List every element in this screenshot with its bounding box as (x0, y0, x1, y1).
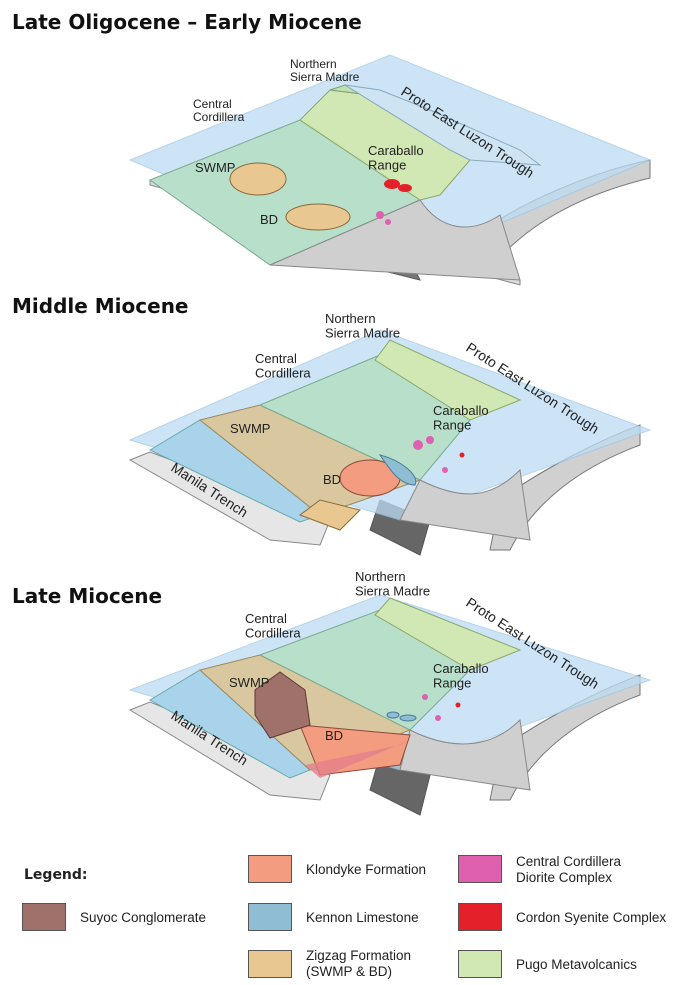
legend-swatch-suyoc (22, 903, 66, 931)
legend-title: Legend: (24, 867, 88, 883)
label-swmp: SWMP (229, 675, 269, 690)
bd-deposit (285, 203, 351, 231)
legend-label-diorite: Central Cordillera Diorite Complex (516, 854, 622, 885)
legend-label-syenite: Cordon Syenite Complex (516, 910, 667, 925)
label-bd: BD (325, 728, 343, 743)
swmp-deposit (254, 671, 311, 739)
legend-swatch-klondyke (248, 855, 292, 883)
panel-title: Late Oligocene – Early Miocene (12, 10, 362, 34)
legend-label-kennon: Kennon Limestone (306, 910, 419, 925)
panel-title: Late Miocene (12, 584, 163, 608)
swmp-deposit (229, 162, 287, 196)
label-bd: BD (260, 212, 278, 227)
legend: Legend: Suyoc Conglomerate Klondyke Form… (0, 840, 685, 985)
legend-label-suyoc: Suyoc Conglomerate (80, 910, 207, 925)
legend-label-klondyke: Klondyke Formation (306, 862, 427, 877)
legend-swatch-syenite (458, 903, 502, 931)
legend-label-zigzag: Zigzag Formation (SWMP & BD) (306, 948, 412, 979)
label-bd: BD (323, 472, 341, 487)
legend-swatch-diorite (458, 855, 502, 883)
legend-swatch-zigzag (248, 950, 292, 978)
legend-swatch-kennon (248, 903, 292, 931)
legend-swatch-pugo (458, 950, 502, 978)
label-swmp: SWMP (230, 421, 270, 436)
label-swmp: SWMP (195, 160, 235, 175)
legend-label-pugo: Pugo Metavolcanics (516, 957, 637, 972)
panel-title: Middle Miocene (12, 294, 189, 318)
